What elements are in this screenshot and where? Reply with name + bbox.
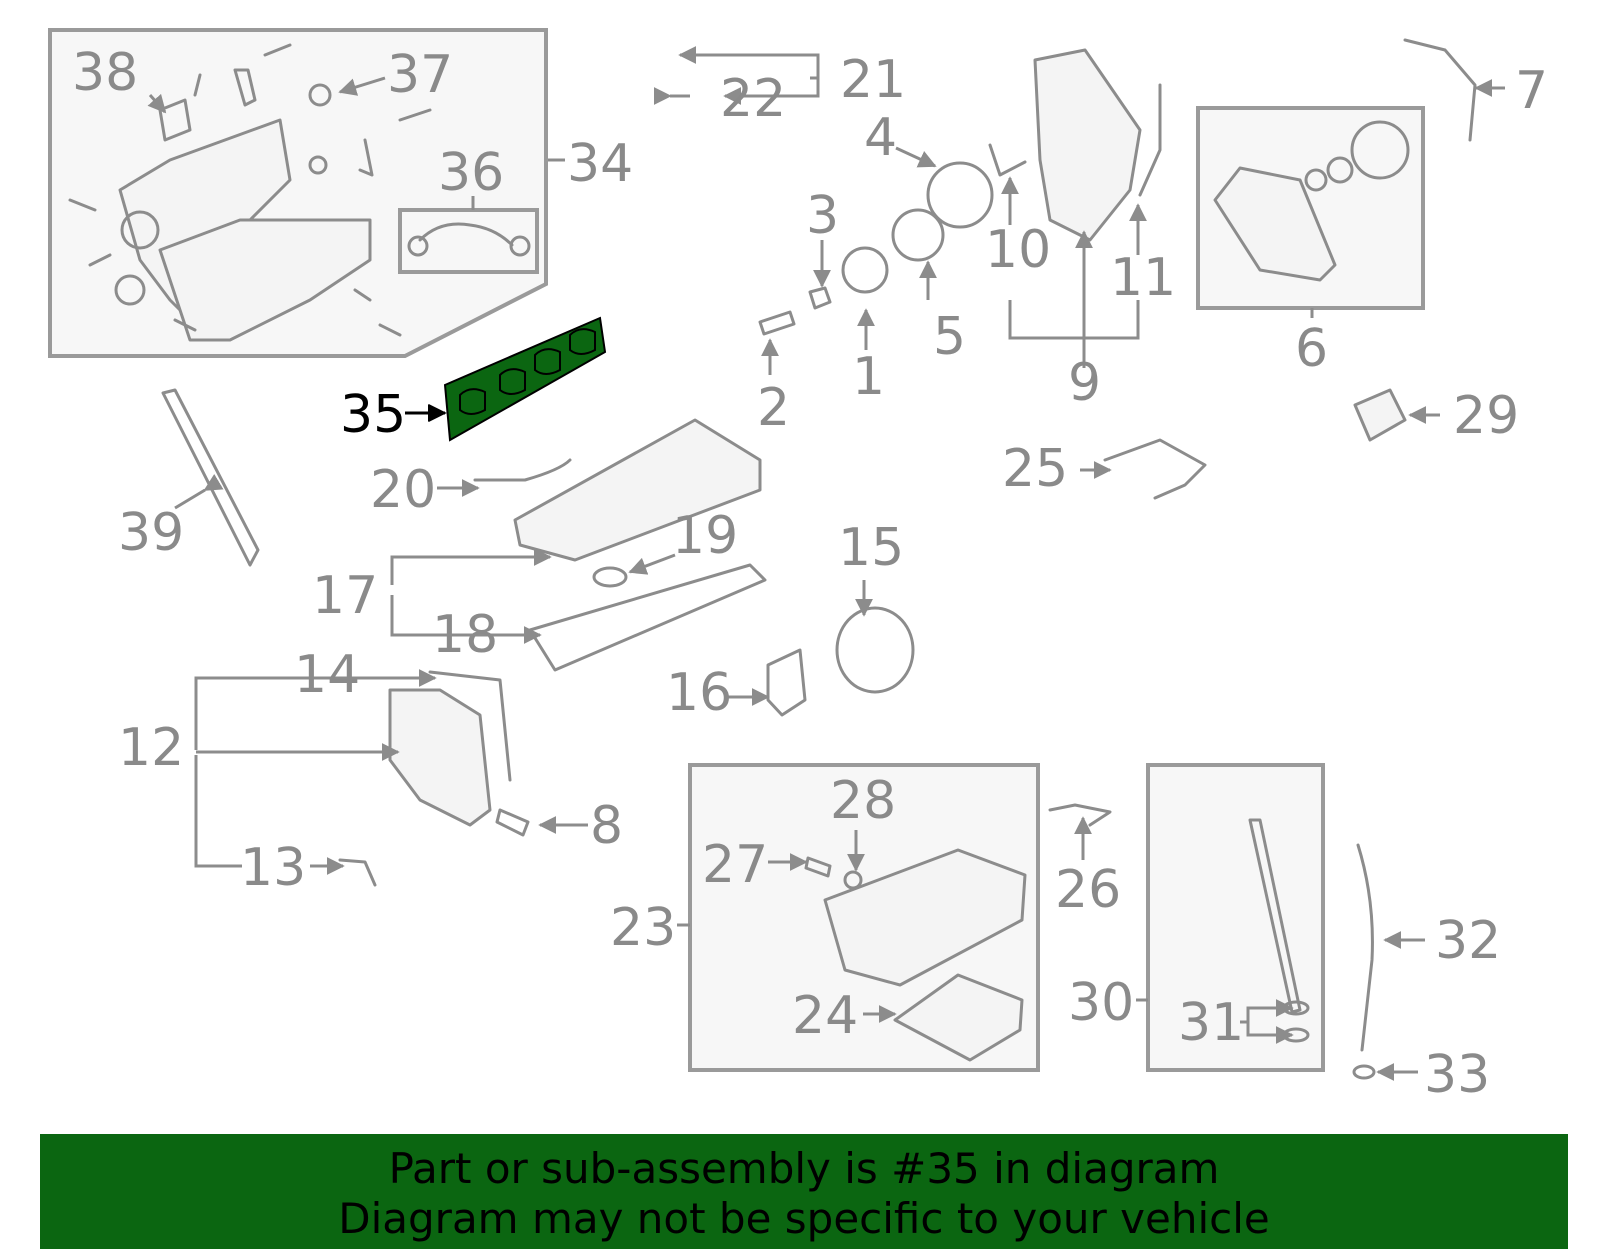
guide-39	[161, 388, 260, 567]
label-35: 35	[340, 385, 406, 445]
label-6: 6	[1295, 319, 1328, 379]
label-28: 28	[830, 771, 896, 831]
gasket-7	[1403, 38, 1477, 142]
valve-cover	[513, 418, 762, 562]
label-10: 10	[985, 220, 1051, 280]
oring-33	[1352, 1064, 1376, 1080]
gasket-15	[835, 606, 915, 694]
timing-cover-lower	[388, 688, 492, 827]
label-33: 33	[1424, 1045, 1490, 1105]
valve-cover-gasket	[528, 563, 767, 672]
sprocket-5	[891, 208, 945, 262]
label-27: 27	[702, 835, 768, 895]
label-16: 16	[666, 663, 732, 723]
label-17: 17	[312, 566, 378, 626]
label-31: 31	[1178, 993, 1244, 1053]
label-7: 7	[1515, 61, 1548, 121]
label-23: 23	[610, 898, 676, 958]
bracket-10	[988, 143, 1027, 177]
label-18: 18	[432, 605, 498, 665]
pipe-25	[1103, 438, 1207, 500]
oil-pan-box	[688, 763, 1040, 1072]
label-2: 2	[757, 378, 790, 438]
pulley-4	[926, 161, 994, 229]
hose-kit-box	[398, 208, 539, 274]
label-3: 3	[806, 186, 839, 246]
label-34: 34	[567, 134, 633, 194]
bolt-8	[495, 808, 530, 837]
label-13: 13	[240, 838, 306, 898]
label-39: 39	[118, 503, 184, 563]
leader-lines	[147, 46, 1505, 1081]
label-19: 19	[672, 506, 738, 566]
pcv-hose	[473, 458, 572, 482]
dipstick-box	[1146, 763, 1325, 1072]
banner-line-2: Diagram may not be specific to your vehi…	[338, 1194, 1270, 1243]
oil-pump-box	[1196, 106, 1425, 310]
seal-19	[592, 566, 628, 588]
label-25: 25	[1002, 439, 1068, 499]
bolt-2	[758, 310, 796, 336]
tube-32	[1356, 843, 1374, 1052]
label-32: 32	[1435, 911, 1501, 971]
label-37: 37	[387, 45, 453, 105]
label-14: 14	[294, 645, 360, 705]
label-20: 20	[370, 460, 436, 520]
label-9: 9	[1068, 353, 1101, 413]
label-21: 21	[840, 50, 906, 110]
label-8: 8	[590, 796, 623, 856]
banner-line-1: Part or sub-assembly is #35 in diagram	[388, 1144, 1220, 1193]
label-22: 22	[720, 69, 786, 129]
label-12: 12	[118, 718, 184, 778]
upper-timing-cover	[1033, 48, 1142, 242]
sensor-16	[766, 648, 807, 717]
label-5: 5	[933, 307, 966, 367]
label-26: 26	[1055, 860, 1121, 920]
baffle-26	[1048, 803, 1112, 827]
label-11: 11	[1110, 248, 1176, 308]
label-30: 30	[1068, 973, 1134, 1033]
label-1: 1	[852, 347, 885, 407]
intake-manifold-assembly-box	[48, 28, 548, 358]
label-38: 38	[72, 43, 138, 103]
oil-filter-29	[1353, 388, 1407, 442]
label-4: 4	[864, 108, 897, 168]
seal-1	[841, 246, 889, 294]
label-15: 15	[838, 518, 904, 578]
timing-cover-gasket	[428, 670, 512, 782]
label-36: 36	[438, 143, 504, 203]
bracket-13	[338, 858, 377, 887]
timing-gasket-11	[1138, 83, 1162, 197]
label-29: 29	[1453, 386, 1519, 446]
info-banner: Part or sub-assembly is #35 in diagram D…	[40, 1134, 1568, 1249]
nut-3	[808, 286, 832, 310]
callout-labels: 38 37 36 34 35 39 20 19 17 18 15 16 14 1…	[72, 43, 1548, 1105]
label-24: 24	[792, 986, 858, 1046]
intake-manifold-gasket-highlighted	[443, 316, 607, 442]
